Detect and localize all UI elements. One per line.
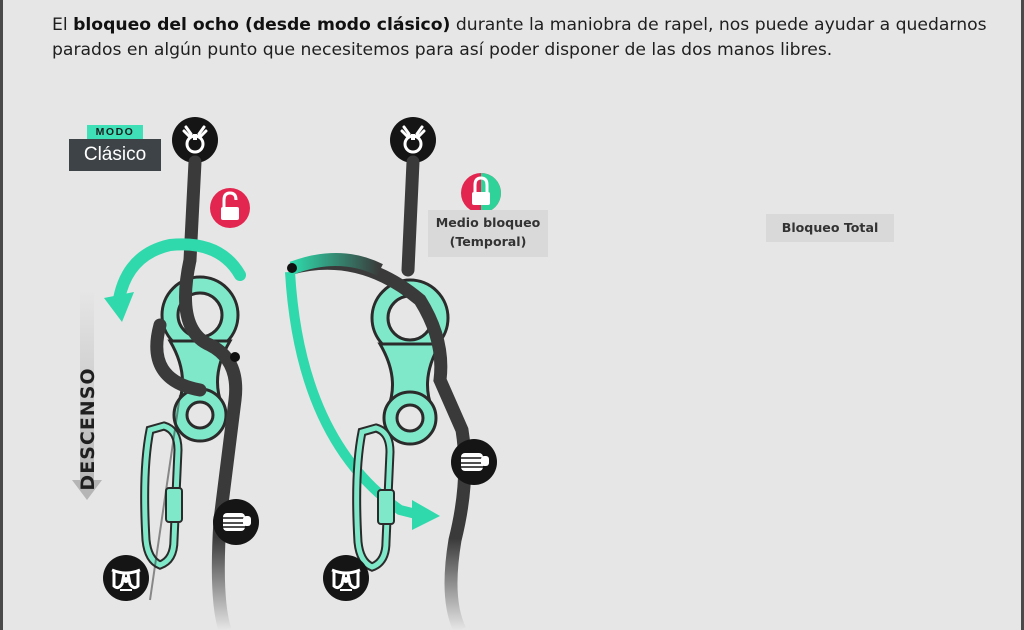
right-frame-border: [1021, 0, 1024, 630]
harness-icon: [101, 553, 151, 603]
left-frame-border: [0, 0, 3, 630]
carabiner: [357, 428, 394, 567]
step-1-diagram: [101, 115, 260, 630]
partial-lock-icon: [461, 173, 501, 213]
badge-top-label: MODO: [87, 125, 143, 139]
harness-icon: [321, 553, 371, 603]
intro-bold: bloqueo del ocho (desde modo clásico): [73, 15, 451, 35]
badge-bottom-label: Clásico: [69, 139, 161, 171]
step-2-diagram: [285, 115, 501, 630]
bloqueo-total-label: Bloqueo Total: [766, 214, 894, 242]
intro-paragraph: El bloqueo del ocho (desde modo clásico)…: [52, 13, 992, 63]
modo-clasico-badge: MODO Clásico: [69, 125, 161, 171]
medio-bloqueo-line2: (Temporal): [449, 234, 527, 249]
brake-hand-icon: [212, 498, 260, 546]
carabiner: [145, 426, 182, 565]
medio-bloqueo-line1: Medio bloqueo: [435, 215, 541, 230]
intro-rest: durante la maniobra de rapel, nos puede …: [52, 15, 987, 60]
brake-hand-icon: [450, 438, 498, 486]
descenso-label: DESCENSO: [77, 367, 99, 491]
intro-lead: El: [52, 15, 74, 35]
unlocked-icon: [210, 188, 250, 228]
medio-bloqueo-label: Medio bloqueo (Temporal): [428, 210, 548, 257]
descenso-arrow: [72, 290, 102, 500]
